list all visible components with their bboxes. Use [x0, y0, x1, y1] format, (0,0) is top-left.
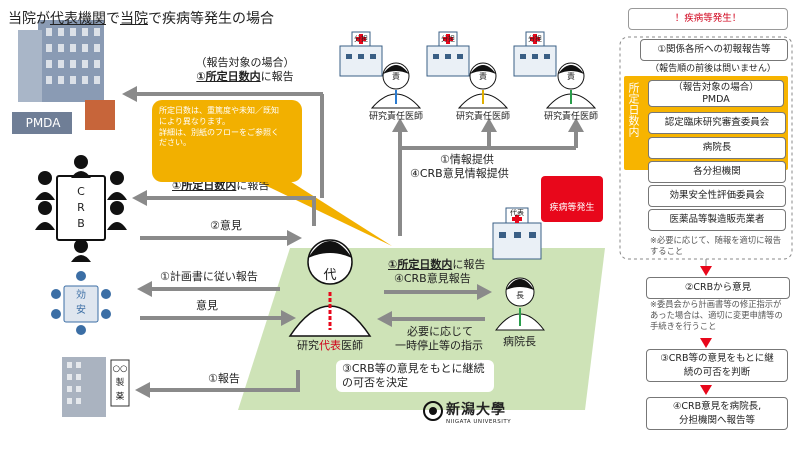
responsible-doctor-label-2: 研究責任医師	[455, 112, 510, 122]
director-report-label: ①所定日数内に報告 ④CRB意見報告	[388, 258, 486, 286]
flow-note1: ※必要に応じて、随報を適切に報告すること	[650, 235, 781, 256]
decision-box: ③CRB等の意見をもとに継続の可否を決定	[336, 360, 494, 392]
safety-committee-label: 効安	[76, 290, 86, 316]
flow-step2: ②CRBから意見	[646, 277, 790, 299]
pmda-building-icon	[12, 20, 115, 134]
representative-doctor-icon	[288, 239, 372, 337]
representative-label: 研究代表医師	[297, 339, 363, 352]
company-sign: ○○製薬	[112, 364, 128, 402]
safety-committee-icon	[51, 271, 111, 335]
flow-step3: ③CRB等の意見をもとに継続の可否を判断	[646, 349, 788, 382]
university-logo-mark	[423, 401, 443, 421]
arrows	[122, 86, 584, 398]
flow-step4: ④CRB意見を病院長,分担機関へ報告等	[646, 397, 788, 430]
own-hospital-sign: 代表	[510, 209, 524, 217]
director-badge: 長	[516, 291, 524, 300]
company-report-label: ①報告	[208, 372, 240, 385]
flow-note2: ※委員会から計画書等の修正指示があった場合は、適切に変更申請等の手続きを行うこと	[650, 299, 783, 331]
crb-opinion-label: ②意見	[210, 219, 242, 232]
instruction-label: 必要に応じて一時停止等の指示	[395, 325, 483, 353]
own-hospital-icon	[492, 207, 542, 260]
flow-item-safety-committee: 効果安全性評価委員会	[648, 185, 786, 207]
responsible-doctor-label-1: 研究責任医師	[368, 112, 423, 122]
callout-note: 所定日数は、重篤度や未知／既知により異なります。詳細は、別紙のフローをご参照くだ…	[152, 100, 302, 182]
responsible-badge-1: 責	[392, 72, 400, 81]
pmda-label: PMDA	[25, 116, 61, 130]
flow-step1-note: （報告順の前後は問いません）	[650, 64, 776, 74]
representative-badge: 代	[323, 268, 337, 283]
flow-item-manufacturer: 医薬品等製造販売業者	[648, 209, 786, 231]
director-label: 病院長	[503, 335, 536, 348]
plan-report-label: ①計画書に従い報告	[160, 270, 258, 283]
hospital-icon-1	[339, 31, 422, 109]
flow-arrows	[700, 266, 712, 395]
adverse-event-alert: 疾病等発生	[541, 176, 603, 222]
flow-item-crb: 認定臨床研究審査委員会	[648, 112, 786, 134]
pmda-report-label: ①所定日数内に報告	[196, 70, 294, 83]
company-building-icon	[62, 357, 130, 417]
responsible-badge-2: 責	[479, 72, 487, 81]
hospital-icon-3	[513, 31, 597, 109]
crb-meeting-icon	[35, 155, 127, 262]
responsible-badge-3: 責	[567, 72, 575, 81]
university-logo: 新潟大學 NIIGATA UNIVERSITY	[446, 402, 512, 425]
pmda-report-note: （報告対象の場合）	[195, 56, 295, 69]
page-title: 当院が代表機関で当院で疾病等発生の場合	[8, 11, 274, 27]
flow-item-pmda: （報告対象の場合）PMDA	[648, 80, 784, 107]
opinion-label: 意見	[196, 299, 218, 312]
responsible-doctor-label-3: 研究責任医師	[543, 112, 598, 122]
director-icon	[494, 277, 546, 331]
hospital-sign-2: 分担	[441, 35, 455, 43]
callout-pointer	[250, 178, 392, 246]
flow-deadline-label: 所定日数内	[627, 82, 640, 137]
flow-step1: ①関係各所への初報報告等	[640, 39, 788, 61]
flow-item-director: 病院長	[648, 137, 786, 159]
hospital-icon-2	[426, 31, 509, 109]
flow-header: ！疾病等発生！	[628, 8, 788, 30]
hospital-sign-1: 分担	[354, 35, 368, 43]
crb-report-label: ①所定日数内に報告	[172, 179, 270, 192]
flow-item-branches: 各分担機関	[648, 161, 786, 183]
hospital-sign-3: 分担	[528, 35, 542, 43]
